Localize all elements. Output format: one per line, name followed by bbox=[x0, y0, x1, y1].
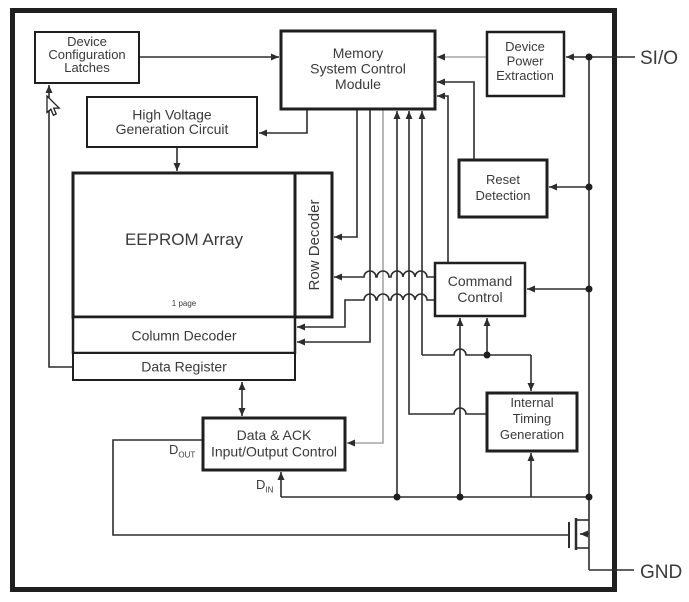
row-decoder-label: Row Decoder bbox=[306, 200, 323, 291]
wire-itg-to-mscm bbox=[405, 111, 488, 415]
mouse-cursor-arrow bbox=[46, 94, 61, 117]
column-decoder-label: Column Decoder bbox=[131, 328, 236, 344]
power-rail-to-data-ack bbox=[347, 109, 384, 447]
sio-pin-label: SI/O bbox=[640, 48, 678, 69]
data-register-box bbox=[72, 352, 296, 381]
diagram-border bbox=[10, 8, 617, 592]
output-transistor bbox=[568, 518, 589, 550]
junction-reset bbox=[585, 183, 593, 191]
memory-system-control-module-box bbox=[279, 29, 437, 111]
data-register-label: Data Register bbox=[141, 359, 227, 375]
data-ack-io-control-box bbox=[201, 416, 347, 472]
junction-din-cc bbox=[456, 493, 464, 501]
block-column-decoder: Column Decoder bbox=[71, 315, 297, 355]
row-decoder-box bbox=[293, 171, 334, 319]
wire-mscm-to-hvgc bbox=[259, 109, 308, 137]
wavy-command-control-to-row-decoder bbox=[334, 270, 435, 281]
junction-command bbox=[585, 285, 593, 293]
wire-mscm-to-row-decoder bbox=[334, 109, 358, 241]
junction-bus-din bbox=[585, 493, 593, 501]
junction-dots bbox=[393, 53, 593, 501]
wire-reset-to-mscm bbox=[437, 78, 475, 160]
gnd-pin-label: GND bbox=[640, 562, 682, 583]
device-power-extraction-box bbox=[485, 30, 566, 98]
din-label: DIN bbox=[256, 477, 274, 495]
eeprom-array-box bbox=[71, 171, 297, 319]
wire-net355-horizontal bbox=[422, 348, 531, 356]
block-data-register: Data Register bbox=[72, 352, 296, 381]
block-eeprom-array: EEPROM Array 1 page bbox=[71, 171, 297, 319]
junction-net355 bbox=[483, 351, 491, 359]
wires bbox=[45, 53, 635, 571]
block-row-decoder: Row Decoder bbox=[293, 171, 334, 319]
internal-timing-generation-box bbox=[485, 391, 579, 453]
dout-label: DOUT bbox=[169, 442, 195, 460]
wire-command-control-to-mscm bbox=[437, 92, 449, 263]
eeprom-array-label: EEPROM Array bbox=[125, 230, 244, 249]
column-decoder-box bbox=[71, 315, 297, 355]
dout-line bbox=[112, 439, 568, 536]
device-configuration-latches-box bbox=[34, 31, 140, 84]
junction-sio bbox=[585, 53, 593, 61]
pin-labels: SI/O GND DOUT DIN bbox=[169, 48, 682, 583]
wire-mscm-to-column-decoder bbox=[297, 109, 371, 346]
high-voltage-generation-circuit-box bbox=[86, 96, 258, 148]
reset-detection-box bbox=[457, 158, 549, 219]
wire-datareg-to-dcl bbox=[45, 85, 74, 368]
junction-din-mscm bbox=[393, 493, 401, 501]
mouse-cursor bbox=[46, 94, 61, 117]
wavy-command-control-to-column-decoder bbox=[297, 293, 435, 331]
page-width-label: 1 page bbox=[172, 299, 197, 308]
command-control-box bbox=[433, 261, 527, 318]
